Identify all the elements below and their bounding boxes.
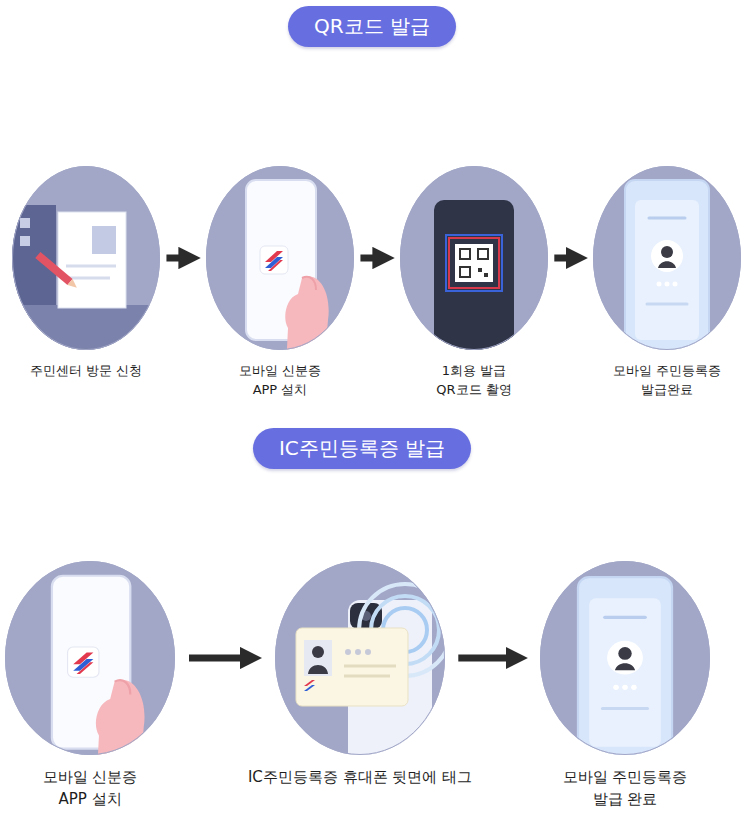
step-caption: 모바일 주민등록증 발급완료 bbox=[602, 362, 732, 400]
step-circle: 1회용 발급 QR코드 촬영 bbox=[400, 166, 548, 350]
circle-outline bbox=[5, 561, 175, 755]
circle-outline bbox=[593, 166, 741, 350]
circle-outline bbox=[206, 166, 354, 350]
flow-arrow bbox=[189, 655, 251, 662]
step-circle: 모바일 주민등록증 발급완료 bbox=[593, 166, 741, 350]
flow-arrow bbox=[458, 655, 516, 662]
step-circle: 모바일 주민등록증 발급 완료 bbox=[540, 561, 710, 755]
circle-outline bbox=[400, 166, 548, 350]
section-pill: IC주민등록증 발급 bbox=[253, 428, 471, 469]
step-caption: 주민센터 방문 신청 bbox=[16, 362, 156, 381]
step-circle: IC주민등록증 휴대폰 뒷면에 태그 bbox=[275, 561, 445, 755]
step-caption: 모바일 신분증 APP 설치 bbox=[230, 362, 330, 400]
step-caption: IC주민등록증 휴대폰 뒷면에 태그 bbox=[220, 767, 500, 789]
circle-outline bbox=[275, 561, 445, 755]
step-caption: 모바일 주민등록증 발급 완료 bbox=[550, 767, 700, 811]
step-caption: 1회용 발급 QR코드 촬영 bbox=[424, 362, 524, 400]
flow-arrow bbox=[360, 255, 383, 262]
section-title: QR코드 발급 bbox=[314, 14, 430, 38]
section-title: IC주민등록증 발급 bbox=[279, 436, 445, 460]
step-circle: 모바일 신분증 APP 설치 bbox=[5, 561, 175, 755]
flow-arrow bbox=[166, 255, 189, 262]
circle-outline bbox=[12, 166, 160, 350]
step-caption: 모바일 신분증 APP 설치 bbox=[31, 767, 149, 811]
flow-arrow bbox=[554, 255, 576, 262]
step-circle: 주민센터 방문 신청 bbox=[12, 166, 160, 350]
step-circle: 모바일 신분증 APP 설치 bbox=[206, 166, 354, 350]
section-pill: QR코드 발급 bbox=[288, 6, 456, 47]
circle-outline bbox=[540, 561, 710, 755]
